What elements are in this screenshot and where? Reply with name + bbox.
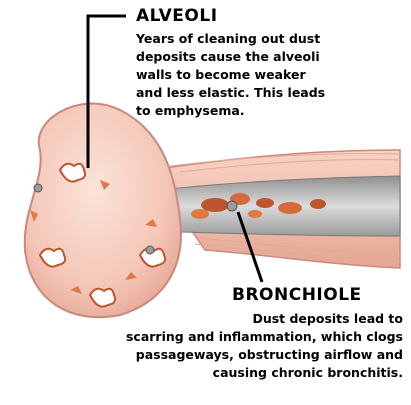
alveoli-description: Years of cleaning out dust deposits caus… <box>136 30 406 120</box>
bronchiole-description-line: causing chronic bronchitis. <box>3 364 403 382</box>
alveoli-description-line: Years of cleaning out dust <box>136 30 406 48</box>
bronchiole-description-line: passageways, obstructing airflow and <box>3 346 403 364</box>
alveoli-title: ALVEOLI <box>136 6 218 26</box>
bronchiole-description: Dust deposits lead to scarring and infla… <box>3 310 403 382</box>
alveolus-sac <box>25 104 181 318</box>
bronchiole-description-line: scarring and inflammation, which clogs <box>3 328 403 346</box>
alveoli-description-line: to emphysema. <box>136 102 406 120</box>
bronchiole-title: BRONCHIOLE <box>232 285 362 305</box>
alveoli-description-line: deposits cause the alveoli <box>136 48 406 66</box>
alveoli-description-line: walls to become weaker <box>136 66 406 84</box>
bronchiole-description-line: Dust deposits lead to <box>3 310 403 328</box>
alveoli-description-line: and less elastic. This leads <box>136 84 406 102</box>
